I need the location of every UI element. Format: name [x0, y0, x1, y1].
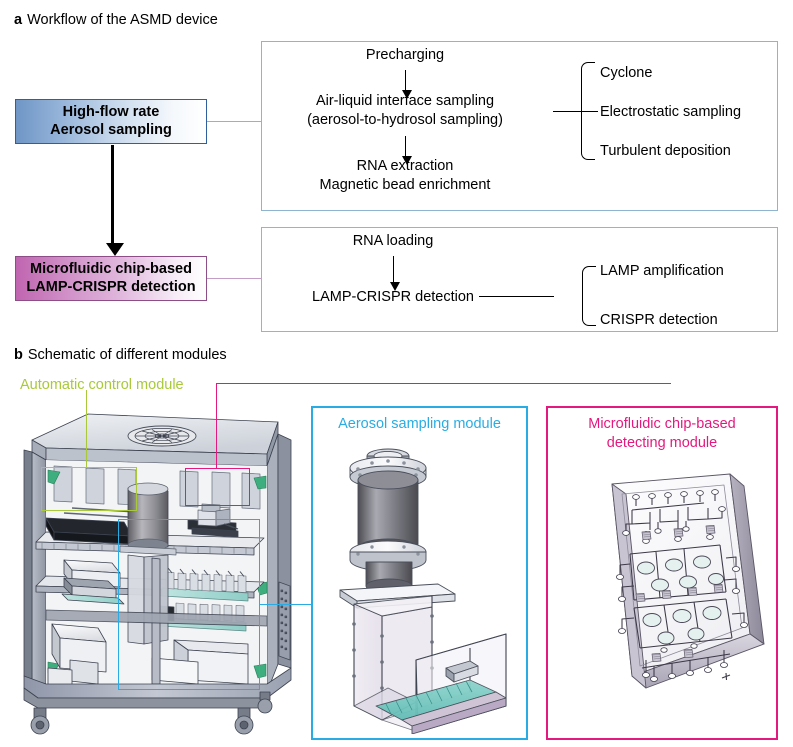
- sampling-step-precharging: Precharging: [365, 47, 445, 63]
- stage-box-lamp-crispr-detection-line2: LAMP-CRISPR detection: [26, 278, 196, 295]
- leader-magenta-horizontal: [216, 383, 671, 384]
- sampling-branch-bracket-icon: [553, 62, 613, 160]
- leader-cyan-horizontal: [259, 604, 311, 605]
- aerosol-sampling-module-illustration: [339, 448, 507, 734]
- sampling-arrow-1-icon: [401, 70, 412, 99]
- stage-box-aerosol-sampling-line2: Aerosol sampling: [50, 121, 172, 138]
- stage-box-lamp-crispr-detection-line1: Microfluidic chip-based: [30, 260, 192, 277]
- detecting-module-title-line2: detecting module: [606, 435, 718, 451]
- detection-branch-stem: [479, 296, 554, 297]
- detection-step-rna-loading: RNA loading: [352, 233, 434, 249]
- sampling-step-rna-extraction: RNA extraction: [356, 158, 454, 174]
- connector-detection: [207, 278, 262, 279]
- sampling-branch-cyclone: Cyclone: [600, 65, 653, 81]
- detection-branch-bracket-icon: [554, 266, 614, 326]
- connector-sampling: [207, 121, 262, 122]
- microfluidic-chip-illustration: [611, 473, 765, 689]
- sampling-step-aerosol-to-hydrosol: (aerosol-to-hydrosol sampling): [307, 112, 503, 128]
- stage-flow-arrow-icon: [106, 145, 124, 256]
- sampling-branch-electrostatic: Electrostatic sampling: [600, 104, 742, 120]
- sampling-arrow-2-icon: [401, 136, 412, 165]
- highlight-automatic-control-module: [41, 467, 137, 511]
- detection-arrow-1-icon: [389, 256, 400, 291]
- sampling-step-magnetic-bead: Magnetic bead enrichment: [319, 177, 491, 193]
- sampling-branch-turbulent: Turbulent deposition: [600, 143, 731, 159]
- sampling-step-air-liquid: Air-liquid interface sampling: [315, 93, 495, 109]
- detection-process-box: [261, 227, 778, 332]
- stage-box-aerosol-sampling: High-flow rate Aerosol sampling: [15, 99, 207, 144]
- leader-green-vertical: [86, 390, 87, 468]
- highlight-detecting-module: [185, 468, 250, 506]
- panel-b-caption-text: Schematic of different modules: [27, 347, 227, 363]
- leader-magenta-vertical: [216, 383, 217, 469]
- panel-b-letter: b: [14, 347, 23, 363]
- automatic-control-module-label: Automatic control module: [20, 377, 184, 393]
- detection-branch-crispr-detection: CRISPR detection: [600, 312, 718, 328]
- stage-box-aerosol-sampling-line1: High-flow rate: [62, 103, 160, 120]
- detection-step-lamp-crispr: LAMP-CRISPR detection: [312, 289, 474, 305]
- highlight-aerosol-sampling-module: [118, 519, 260, 690]
- sampling-process-box: [261, 41, 778, 211]
- panel-a-letter: a: [14, 12, 23, 28]
- detection-branch-lamp-amplification: LAMP amplification: [600, 263, 724, 279]
- detecting-module-title-line1: Microfluidic chip-based: [588, 416, 736, 432]
- aerosol-sampling-module-title: Aerosol sampling module: [338, 416, 501, 432]
- stage-box-lamp-crispr-detection: Microfluidic chip-based LAMP-CRISPR dete…: [15, 256, 207, 301]
- panel-a-caption-text: Workflow of the ASMD device: [27, 12, 218, 28]
